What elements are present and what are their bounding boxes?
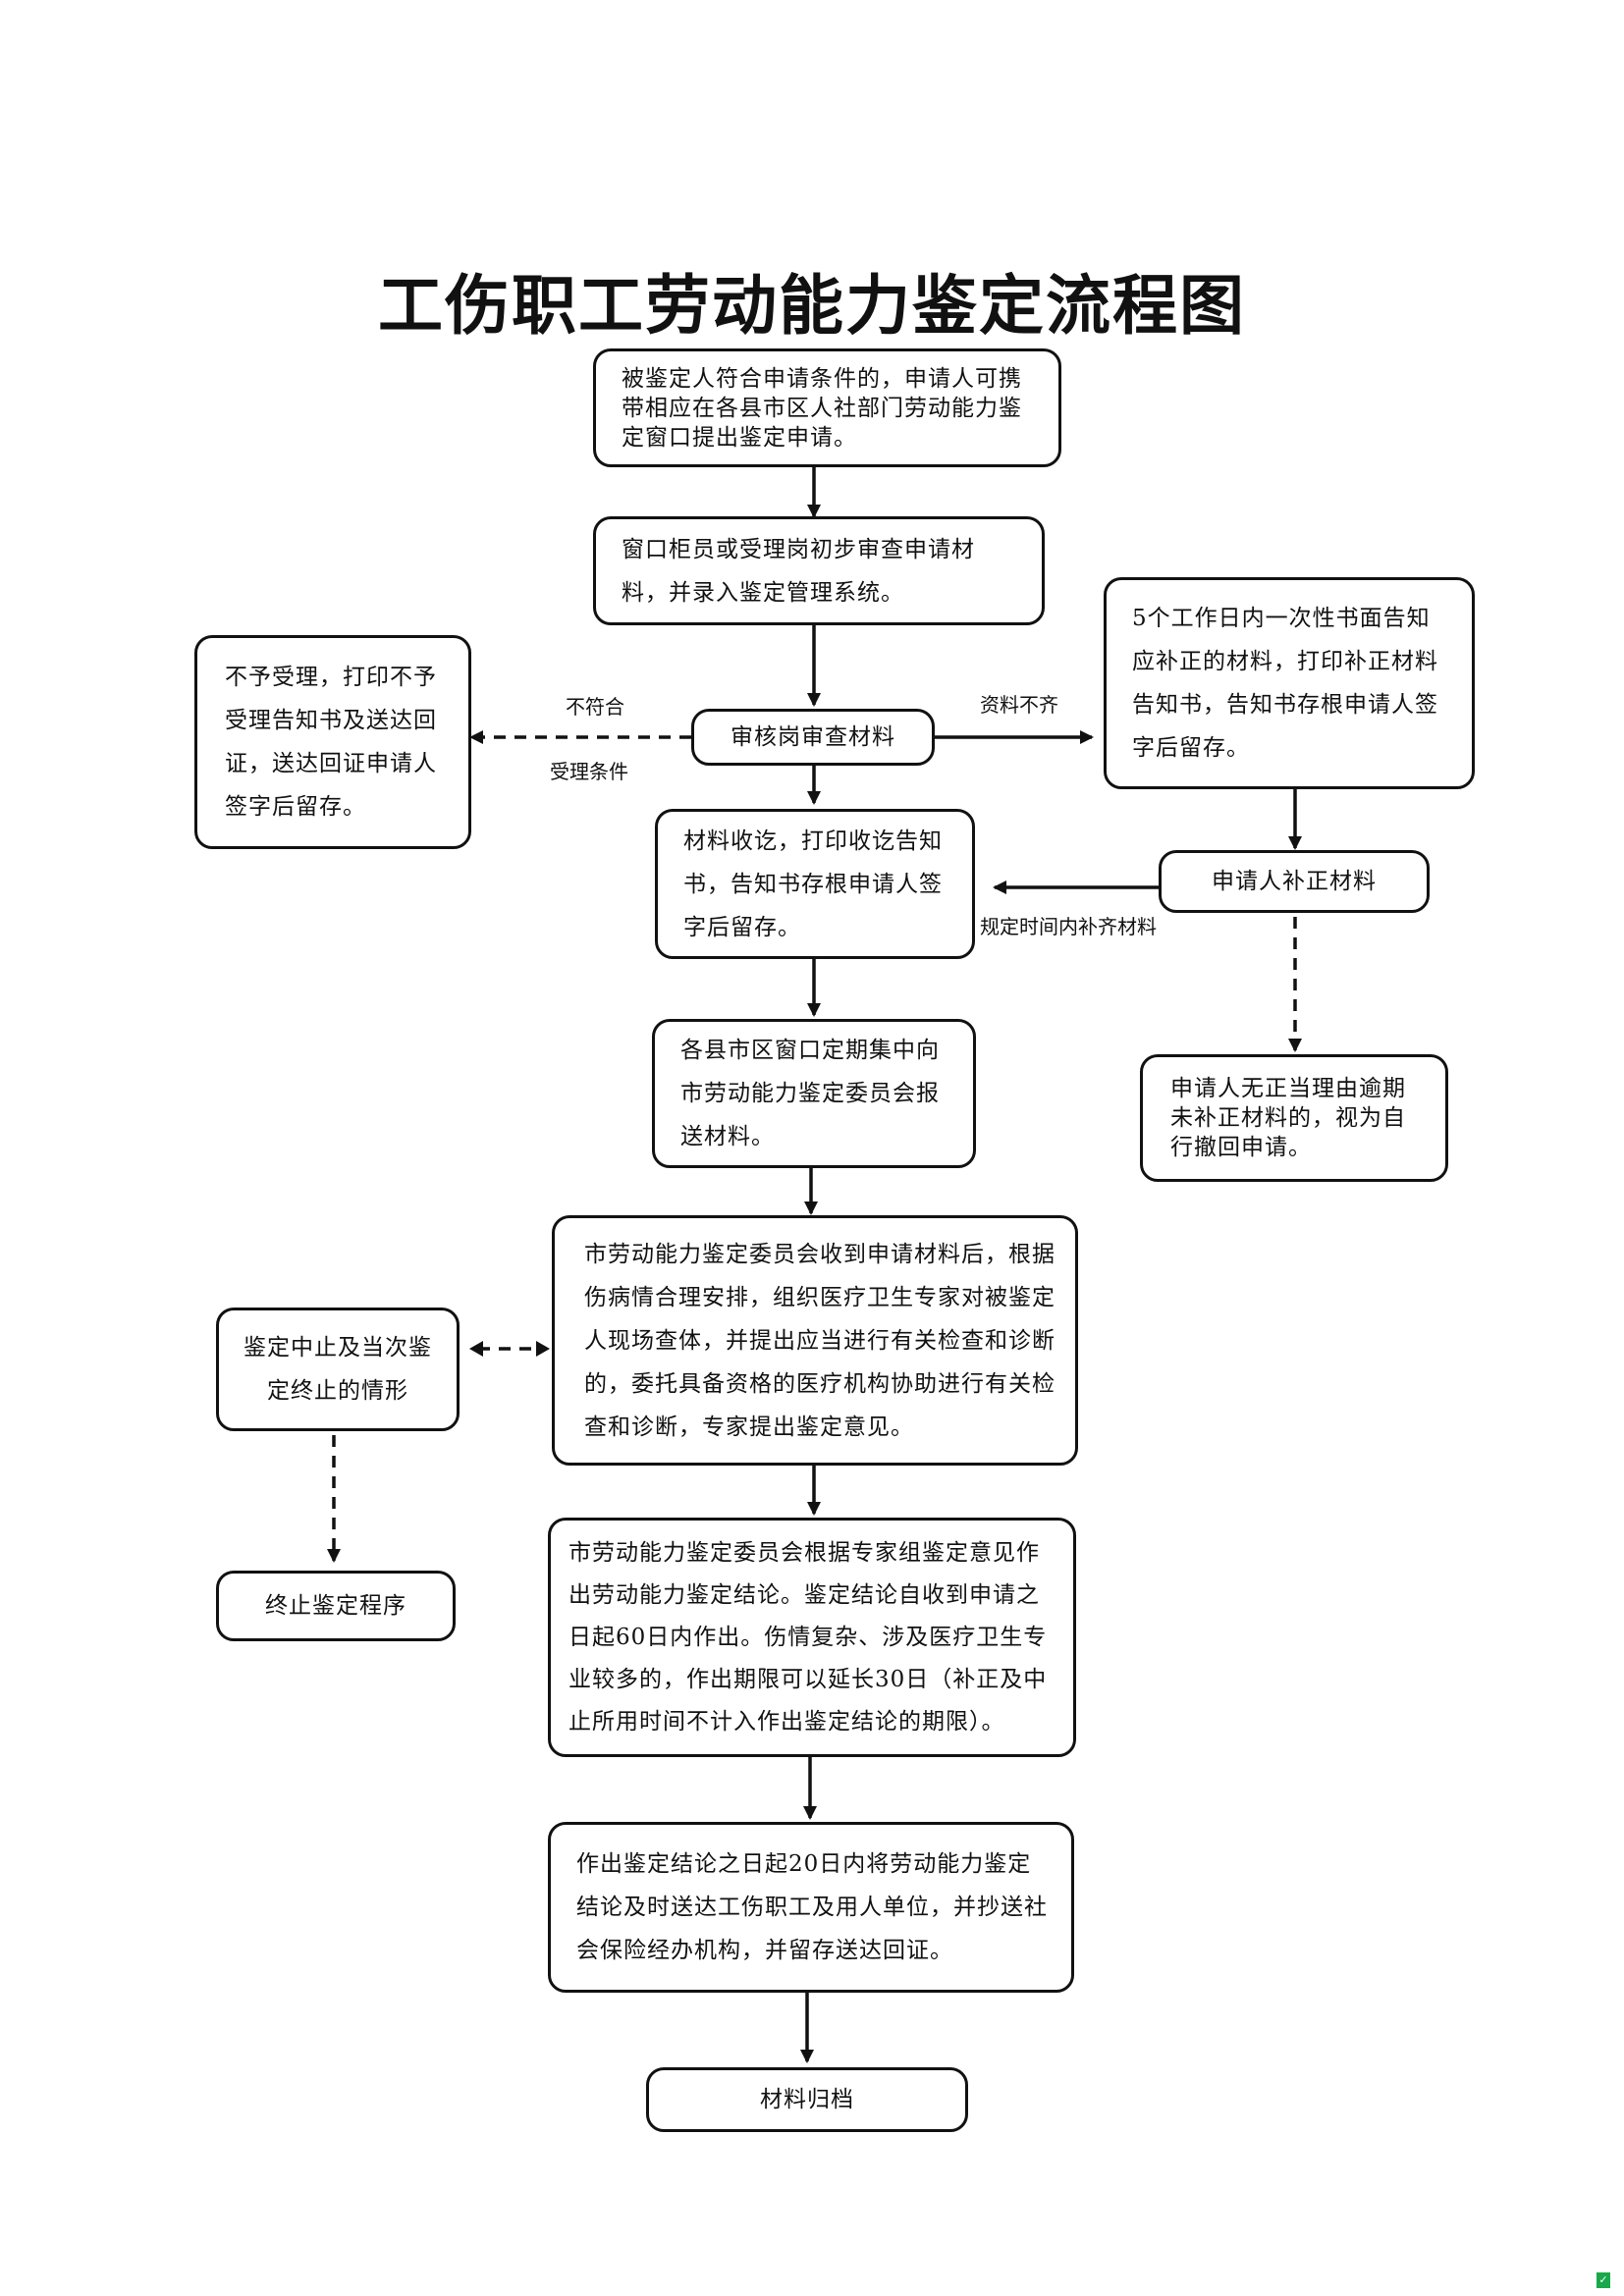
box-audit: 审核岗审查材料 <box>691 709 935 766</box>
page-title: 工伤职工劳动能力鉴定流程图 <box>378 267 1246 344</box>
arrowhead-right-b10 <box>536 1341 550 1357</box>
box-terminate: 终止鉴定程序 <box>216 1571 456 1641</box>
box-suspend-text: 鉴定中止及当次鉴定终止的情形 <box>244 1335 432 1404</box>
box-submit-text: 各县市区窗口定期集中向市劳动能力鉴定委员会报送材料。 <box>680 1038 940 1149</box>
box-committee-exam: 市劳动能力鉴定委员会收到申请材料后，根据伤病情合理安排，组织医疗卫生专家对被鉴定… <box>552 1215 1078 1466</box>
box-conclusion: 市劳动能力鉴定委员会根据专家组鉴定意见作出劳动能力鉴定结论。鉴定结论自收到申请之… <box>548 1518 1076 1757</box>
box-deliver-text: 作出鉴定结论之日起20日内将劳动能力鉴定结论及时送达工伤职工及用人单位，并抄送社… <box>576 1851 1048 1963</box>
arrowhead-left-b11 <box>469 1341 483 1357</box>
box-conclusion-text: 市劳动能力鉴定委员会根据专家组鉴定意见作出劳动能力鉴定结论。鉴定结论自收到申请之… <box>568 1539 1048 1735</box>
box-archive: 材料归档 <box>646 2067 968 2132</box>
box-submit: 各县市区窗口定期集中向市劳动能力鉴定委员会报送材料。 <box>652 1019 976 1168</box>
box-reject: 不予受理，打印不予受理告知书及送达回证，送达回证申请人签字后留存。 <box>194 635 471 849</box>
box-received-text: 材料收讫，打印收讫告知书，告知书存根申请人签字后留存。 <box>683 828 943 940</box>
box-initial-review: 窗口柜员或受理岗初步审查申请材料，并录入鉴定管理系统。 <box>593 516 1045 625</box>
label-not-meet-1: 不符合 <box>566 695 624 719</box>
box-supplement-text: 申请人补正材料 <box>1212 869 1377 894</box>
box-terminate-text: 终止鉴定程序 <box>265 1593 406 1619</box>
corner-mark-icon: ✓ <box>1597 2272 1610 2288</box>
box-notify-supplement: 5个工作日内一次性书面告知应补正的材料，打印补正材料告知书，告知书存根申请人签字… <box>1104 577 1475 789</box>
box-audit-text: 审核岗审查材料 <box>731 724 895 750</box>
box-received: 材料收讫，打印收讫告知书，告知书存根申请人签字后留存。 <box>655 809 975 959</box>
label-incomplete: 资料不齐 <box>980 693 1058 717</box>
box-reject-text: 不予受理，打印不予受理告知书及送达回证，送达回证申请人签字后留存。 <box>225 665 437 820</box>
box-withdraw-text: 申请人无正当理由逾期未补正材料的，视为自行撤回申请。 <box>1170 1076 1406 1160</box>
box-suspend: 鉴定中止及当次鉴定终止的情形 <box>216 1308 460 1431</box>
box-withdraw: 申请人无正当理由逾期未补正材料的，视为自行撤回申请。 <box>1140 1054 1448 1182</box>
box-apply: 被鉴定人符合申请条件的，申请人可携带相应在各县市区人社部门劳动能力鉴定窗口提出鉴… <box>593 348 1061 467</box>
box-committee-exam-text: 市劳动能力鉴定委员会收到申请材料后，根据伤病情合理安排，组织医疗卫生专家对被鉴定… <box>584 1241 1056 1440</box>
box-deliver: 作出鉴定结论之日起20日内将劳动能力鉴定结论及时送达工伤职工及用人单位，并抄送社… <box>548 1822 1074 1993</box>
box-archive-text: 材料归档 <box>760 2087 854 2112</box>
label-within-time: 规定时间内补齐材料 <box>980 915 1157 938</box>
label-not-meet-2: 受理条件 <box>550 760 628 783</box>
box-apply-text: 被鉴定人符合申请条件的，申请人可携带相应在各县市区人社部门劳动能力鉴定窗口提出鉴… <box>622 365 1022 451</box>
box-initial-review-text: 窗口柜员或受理岗初步审查申请材料，并录入鉴定管理系统。 <box>622 536 975 606</box>
box-notify-supplement-text: 5个工作日内一次性书面告知应补正的材料，打印补正材料告知书，告知书存根申请人签字… <box>1132 606 1438 761</box>
box-supplement: 申请人补正材料 <box>1159 850 1430 913</box>
